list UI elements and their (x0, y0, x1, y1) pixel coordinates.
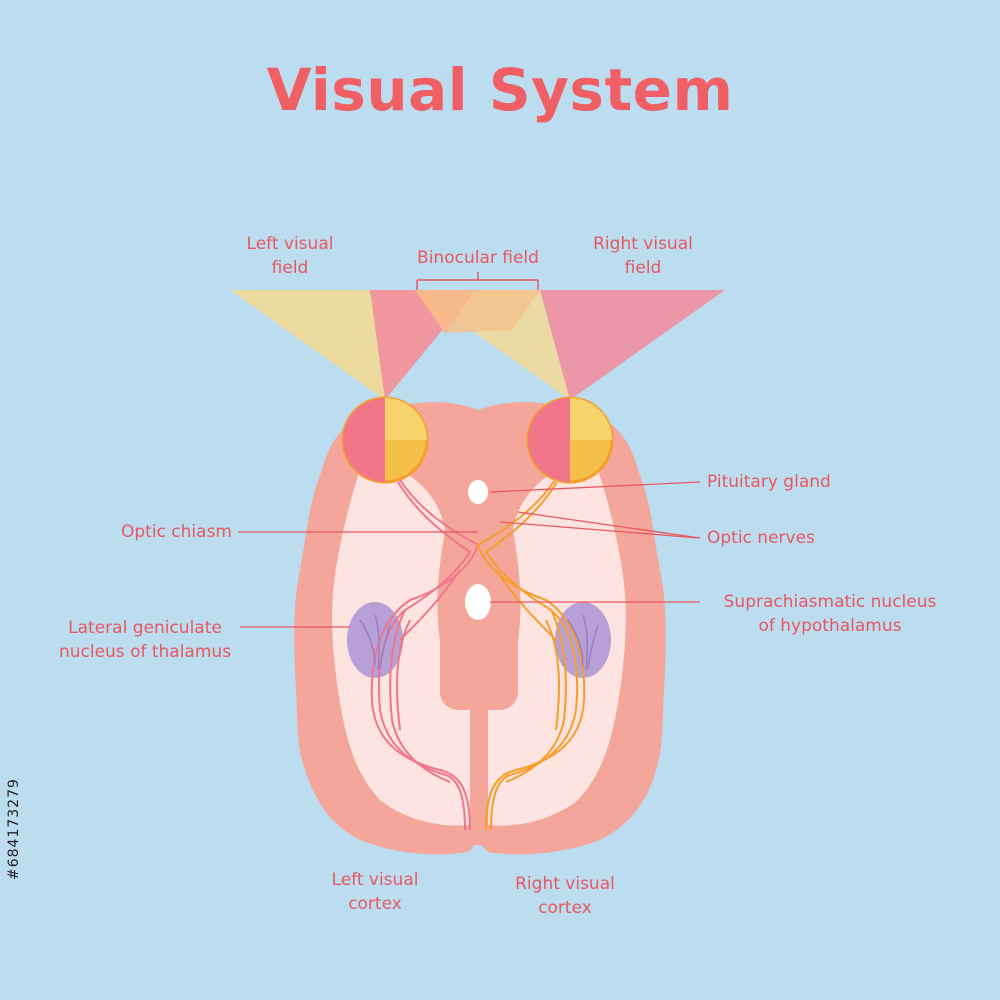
optic-nerves-label: Optic nerves (707, 528, 815, 548)
left-visual-field-line1: Left visual (246, 234, 334, 254)
lateral-geniculate-line1: Lateral geniculate (68, 618, 222, 638)
suprachiasmatic-nucleus (465, 584, 491, 620)
brainstem (440, 620, 518, 710)
binocular-overlap-2 (445, 290, 540, 333)
binocular-field-label: Binocular field (417, 248, 539, 268)
suprachiasmatic-label: Suprachiasmatic nucleus of hypothalamus (700, 590, 960, 638)
optic-chiasm-label: Optic chiasm (121, 522, 232, 542)
left-visual-cortex-label: Left visual cortex (310, 868, 440, 916)
leader-lines (238, 481, 701, 628)
thalamus-texture (359, 614, 599, 671)
lateral-geniculate-label: Lateral geniculate nucleus of thalamus (40, 616, 250, 664)
binocular-overlap (415, 290, 475, 333)
right-visual-field-line1: Right visual (593, 234, 693, 254)
brain (294, 402, 666, 855)
visual-field-cones (230, 290, 725, 400)
page-title: Visual System (266, 56, 734, 124)
left-visual-cortex-line1: Left visual (331, 870, 419, 890)
pituitary-gland (468, 480, 488, 504)
right-visual-cortex-label: Right visual cortex (500, 872, 630, 920)
left-visual-cortex-line2: cortex (348, 894, 402, 914)
left-visual-field-line2: field (271, 258, 309, 278)
right-pathway (476, 479, 586, 831)
left-visual-field-label: Left visual field (225, 232, 355, 280)
right-visual-field-line2: field (624, 258, 662, 278)
binocular-bracket (416, 272, 539, 290)
pituitary-gland-label: Pituitary gland (707, 472, 831, 492)
right-visual-field-label: Right visual field (578, 232, 708, 280)
left-eye (341, 396, 429, 484)
right-eye-right-field-cone (540, 290, 725, 400)
right-eye (526, 396, 614, 484)
right-visual-cortex-line2: cortex (538, 898, 592, 918)
lateral-geniculate-line2: nucleus of thalamus (58, 642, 232, 662)
suprachiasmatic-line2: of hypothalamus (758, 616, 902, 636)
suprachiasmatic-line1: Suprachiasmatic nucleus (723, 592, 937, 612)
right-visual-cortex-line1: Right visual (515, 874, 615, 894)
stock-id-watermark: #684173279 (6, 778, 22, 880)
